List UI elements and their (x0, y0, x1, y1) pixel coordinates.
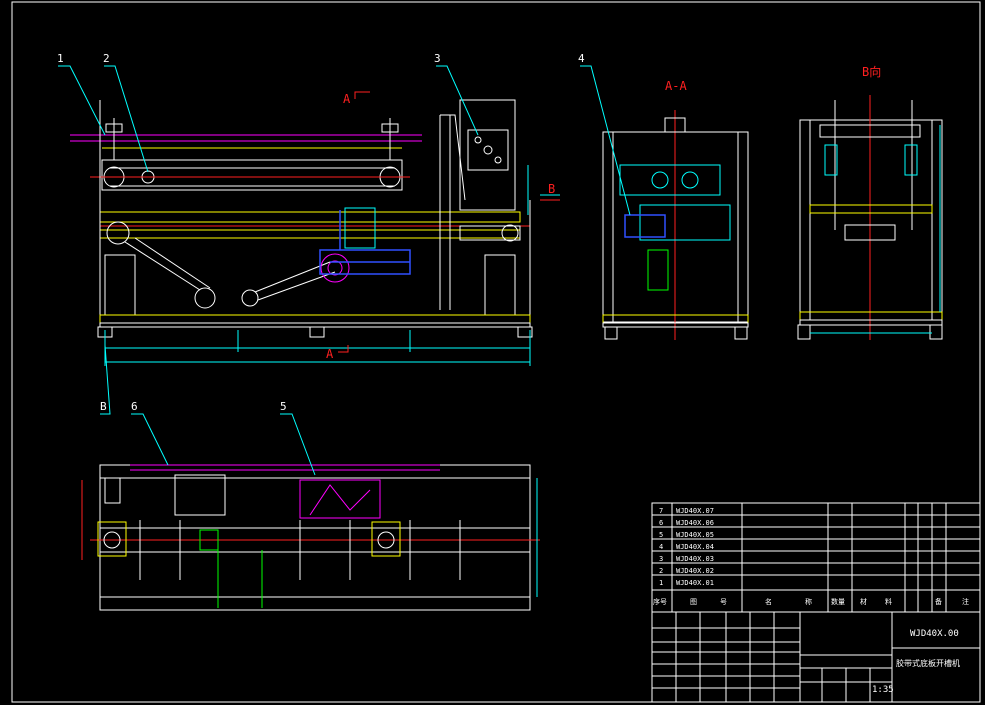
section-mark-a: A (343, 92, 351, 106)
part-no: 1 (659, 579, 663, 587)
callout-4: 4 (578, 52, 585, 65)
section-aa-view (602, 110, 749, 340)
callout-1: 1 (57, 52, 64, 65)
header-number: 号 (720, 598, 727, 606)
part-no: 3 (659, 555, 663, 563)
part-no: 6 (659, 519, 663, 527)
header-title: 称 (805, 597, 812, 606)
header-remark-2: 注 (962, 597, 969, 606)
header-qty: 数量 (831, 597, 845, 606)
front-view (70, 99, 560, 366)
plan-view (81, 464, 540, 611)
drawing-scale: 1:35 (872, 685, 894, 695)
view-b (797, 95, 943, 340)
header-remark: 备 (935, 597, 942, 606)
part-no: 2 (659, 567, 663, 575)
part-code: WJD40X.01 (676, 579, 714, 587)
header-material-2: 料 (885, 597, 892, 606)
header-drawing: 图 (690, 598, 697, 606)
section-aa-title: A-A (665, 79, 687, 93)
drawing-number: WJD40X.00 (910, 629, 959, 639)
part-code: WJD40X.05 (676, 531, 714, 539)
drawing-name: 胶带式底板开槽机 (896, 658, 960, 668)
view-b-title: B向 (862, 64, 881, 79)
part-no: 7 (659, 507, 663, 515)
part-code: WJD40X.04 (676, 543, 714, 551)
part-no: 5 (659, 531, 663, 539)
callout-leaders (58, 65, 631, 476)
section-mark-a-bottom: A (326, 347, 334, 361)
view-arrow-b: B (548, 182, 555, 196)
title-block (651, 502, 981, 703)
part-code: WJD40X.02 (676, 567, 714, 575)
callout-b: B (100, 400, 107, 413)
callout-5: 5 (280, 400, 287, 413)
callout-6: 6 (131, 400, 138, 413)
callout-3: 3 (434, 52, 441, 65)
callout-2: 2 (103, 52, 110, 65)
drawing-frame (11, 1, 981, 703)
part-code: WJD40X.03 (676, 555, 714, 563)
header-name: 名 (765, 597, 772, 606)
part-no: 4 (659, 543, 663, 551)
part-code: WJD40X.06 (676, 519, 714, 527)
header-material: 材 (860, 597, 867, 606)
header-seq: 序号 (653, 597, 667, 606)
part-code: WJD40X.07 (676, 507, 714, 515)
